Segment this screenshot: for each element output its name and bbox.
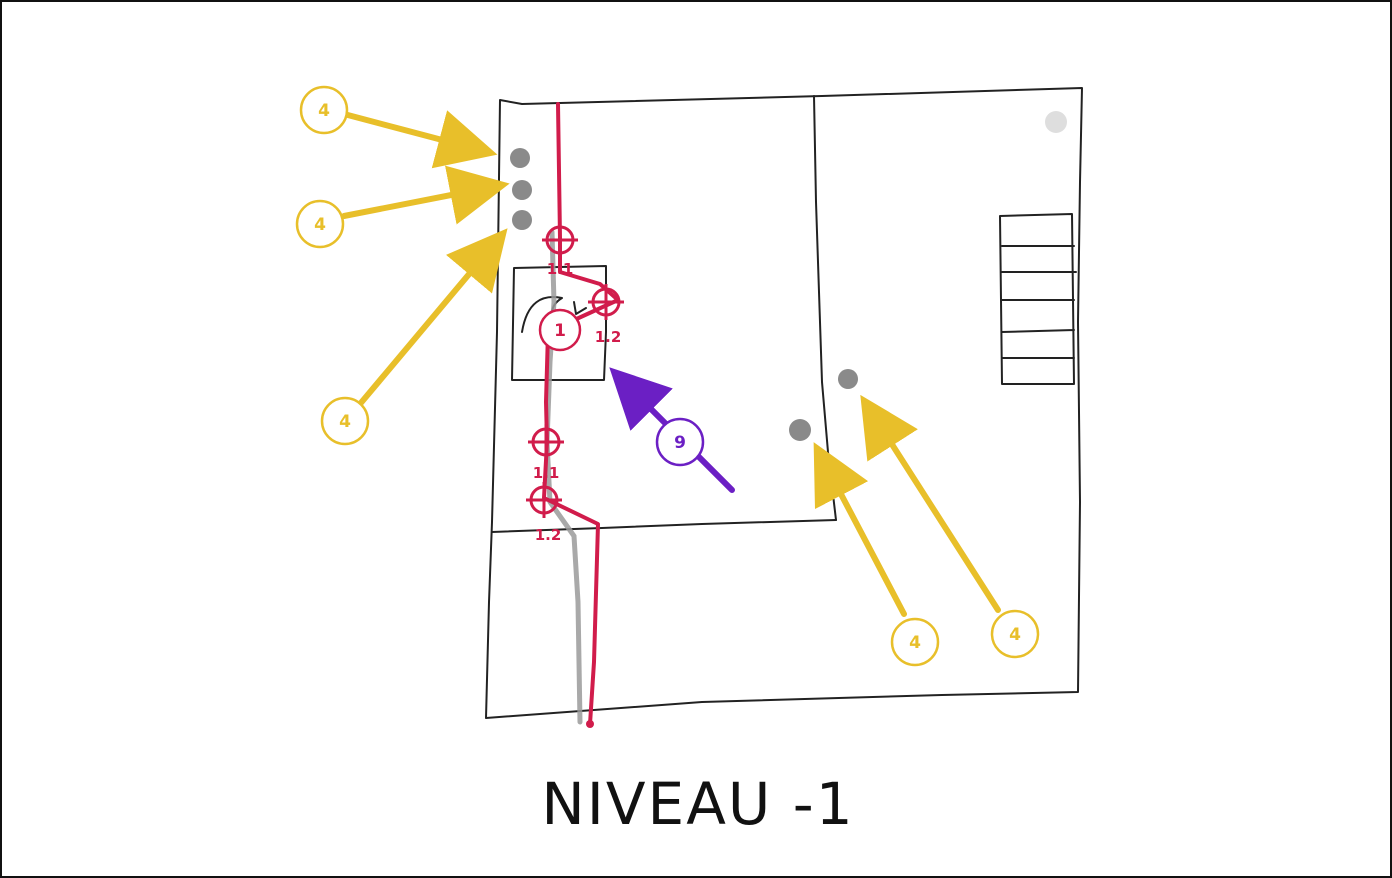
badge-9-label: 9 — [674, 433, 686, 453]
marker-dot — [512, 210, 532, 230]
target-marker-4 — [526, 482, 562, 518]
badge-4-tl1: 4 — [299, 85, 349, 135]
badge-4-tl3: 4 — [320, 396, 370, 446]
badge-4-tl3-label: 4 — [339, 412, 351, 432]
badge-4-tl2-label: 4 — [314, 215, 326, 235]
marker-dot — [512, 180, 532, 200]
inner-wall-horizontal — [491, 519, 837, 533]
target-marker-3 — [528, 424, 564, 460]
route-badge-circle — [538, 308, 582, 352]
arrow-tl3 — [357, 228, 508, 407]
marker-dot — [838, 369, 858, 389]
target-marker-2 — [588, 284, 624, 320]
badge-4-tl2: 4 — [295, 199, 345, 249]
badge-4-br1: 4 — [890, 617, 940, 667]
target-label-1: 1.1 — [547, 260, 574, 278]
marker-dot — [789, 419, 811, 441]
target-label-2: 1.2 — [595, 328, 622, 346]
badge-9: 9 — [655, 417, 705, 467]
room-box-scribble-2 — [573, 301, 587, 315]
target-marker-1 — [542, 222, 578, 258]
building-walls — [485, 87, 1083, 719]
route-badge-label: 1 — [554, 321, 566, 341]
badge-4-br2: 4 — [990, 609, 1040, 659]
badge-4-tl1-label: 4 — [318, 101, 330, 121]
stairs-block — [999, 213, 1077, 385]
red-route — [542, 102, 620, 726]
target-label-4: 1.2 — [535, 526, 562, 544]
badge-4-br2-label: 4 — [1009, 625, 1021, 645]
arrow-tl2 — [341, 165, 510, 225]
target-label-3: 1.1 — [533, 464, 560, 482]
route-end-dot — [586, 720, 594, 728]
arrow-br1 — [813, 442, 907, 617]
badge-4-br1-label: 4 — [909, 633, 921, 653]
yellow-arrows — [341, 110, 1001, 617]
arrow-br2 — [860, 394, 1001, 613]
marker-dot-light — [1045, 111, 1067, 133]
route-line — [542, 102, 620, 726]
arrow-tl1 — [341, 110, 498, 169]
inner-wall-vertical — [813, 95, 837, 521]
marker-dot — [510, 148, 530, 168]
outer-wall — [485, 87, 1083, 719]
floor-title: NIVEAU -1 — [541, 770, 854, 838]
room-box — [511, 265, 607, 381]
